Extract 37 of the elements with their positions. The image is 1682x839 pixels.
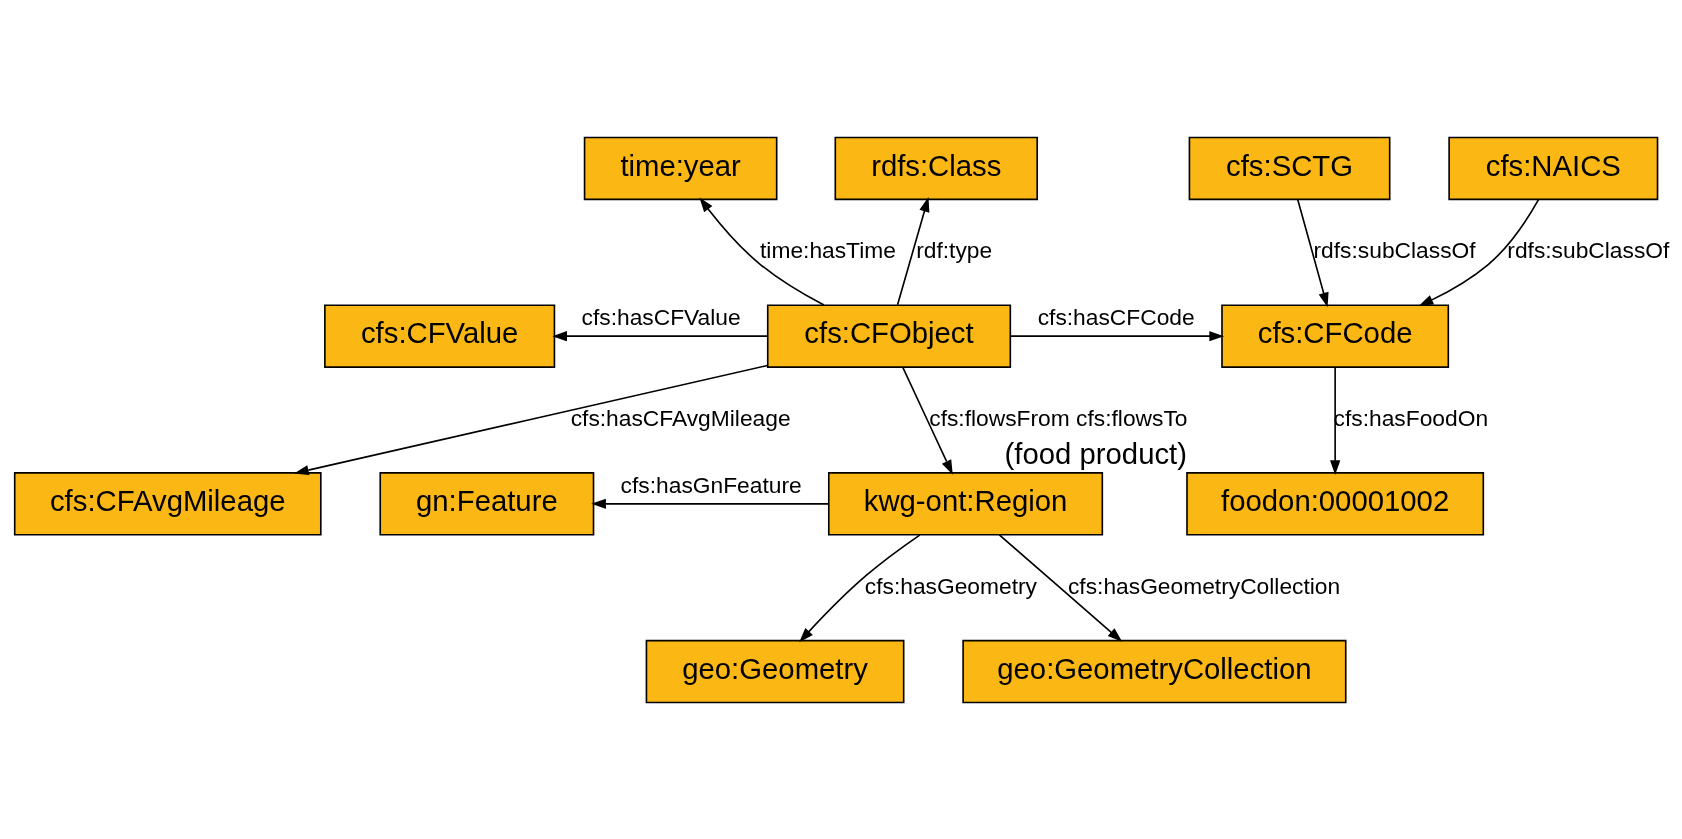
edge-label: rdfs:subClassOf bbox=[1507, 236, 1670, 263]
edge-label: rdfs:subClassOf bbox=[1313, 236, 1476, 263]
node-box: kwg-ont:Region bbox=[827, 471, 1104, 536]
edge-label: cfs:hasGnFeature bbox=[620, 471, 802, 498]
arrow bbox=[294, 364, 769, 475]
node-box: time:year bbox=[583, 136, 778, 200]
arrow bbox=[1418, 198, 1540, 306]
arrow bbox=[591, 498, 830, 509]
edge-label: cfs:hasCFValue bbox=[581, 303, 741, 330]
arrow bbox=[1330, 365, 1341, 475]
arrow bbox=[998, 533, 1123, 642]
node-box: cfs:CFAvgMileage bbox=[13, 471, 322, 536]
node-box: foodon:00001002 bbox=[1186, 471, 1485, 536]
edge-label: cfs:flowsFrom cfs:flowsTo bbox=[929, 404, 1188, 431]
node-box: rdfs:Class bbox=[834, 136, 1038, 200]
arrow bbox=[896, 196, 930, 306]
arrow bbox=[1009, 330, 1224, 341]
arrow bbox=[799, 533, 921, 642]
edge-label: cfs:hasGeometryCollection bbox=[1067, 572, 1341, 599]
arrow bbox=[901, 365, 953, 475]
arrow bbox=[552, 330, 768, 341]
node-box: cfs:SCTG bbox=[1188, 136, 1391, 200]
node-box: cfs:CFCode bbox=[1221, 303, 1450, 368]
node-label: (food product) bbox=[1004, 436, 1187, 470]
edge-label: cfs:hasGeometry bbox=[864, 572, 1037, 599]
arrow bbox=[699, 196, 825, 306]
node-box: cfs:CFValue bbox=[324, 303, 556, 368]
edge-label: time:hasTime bbox=[760, 236, 896, 263]
node-box: geo:Geometry bbox=[645, 639, 905, 703]
node-box: cfs:CFObject bbox=[766, 303, 1012, 368]
edge-label: rdf:type bbox=[916, 236, 993, 263]
edge-label: cfs:hasCFAvgMileage bbox=[570, 404, 791, 431]
edge-label: cfs:hasCFCode bbox=[1037, 303, 1195, 330]
node-box: cfs:NAICS bbox=[1448, 136, 1659, 200]
node-box: geo:GeometryCollection bbox=[962, 639, 1347, 703]
node-box: gn:Feature bbox=[379, 471, 595, 536]
arrow bbox=[1296, 198, 1329, 307]
